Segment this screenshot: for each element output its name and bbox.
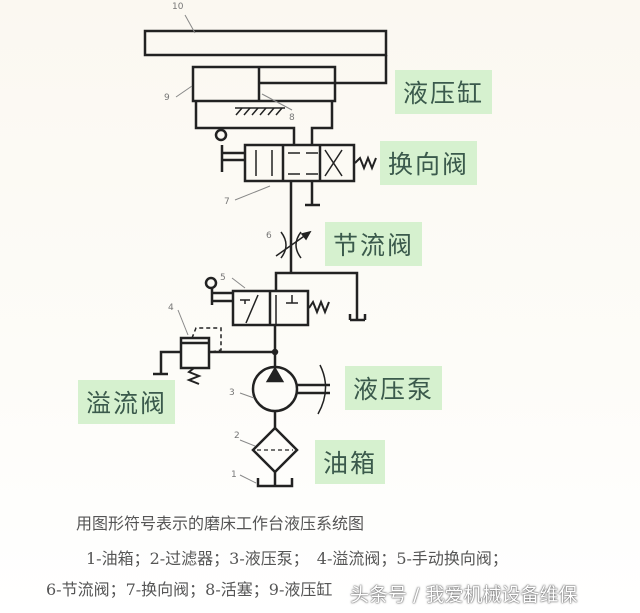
- relief-valve: 4: [153, 303, 275, 385]
- filter: 2: [234, 426, 299, 474]
- caption-line2: 6-节流阀；7-换向阀；8-活塞；9-液压缸: [46, 580, 333, 599]
- label-directional-valve: 换向阀: [380, 141, 478, 185]
- manual-directional-valve: 5: [204, 271, 367, 327]
- throttle-valve: 6: [266, 230, 312, 259]
- label-hydraulic-cylinder: 液压缸: [395, 70, 493, 114]
- caption-line1: 1-油箱；2-过滤器；3-液压泵； 4-溢流阀；5-手动换向阀；: [86, 549, 508, 568]
- watermark: 头条号 / 我爱机械设备维保: [350, 584, 578, 606]
- svg-text:1: 1: [231, 470, 237, 480]
- directional-valve: 7: [214, 128, 377, 207]
- svg-text:5: 5: [220, 273, 226, 283]
- svg-text:7: 7: [224, 197, 230, 207]
- svg-text:3: 3: [229, 388, 235, 398]
- svg-text:2: 2: [234, 431, 240, 441]
- label-tank: 油箱: [315, 440, 386, 484]
- ground-hatching: [235, 107, 285, 116]
- caption-title: 用图形符号表示的磨床工作台液压系统图: [76, 514, 365, 533]
- oil-tank: 1: [231, 470, 294, 488]
- svg-text:10: 10: [172, 2, 184, 12]
- label-relief-valve: 溢流阀: [78, 380, 176, 424]
- label-throttle-valve: 节流阀: [325, 222, 423, 266]
- svg-text:4: 4: [168, 303, 174, 313]
- svg-text:9: 9: [164, 93, 170, 103]
- worktable: 10: [143, 2, 388, 85]
- hydraulic-cylinder: 9 8: [164, 65, 337, 123]
- svg-text:6: 6: [266, 231, 272, 241]
- svg-text:8: 8: [289, 113, 295, 123]
- label-pump: 液压泵: [345, 366, 443, 410]
- hydraulic-pump: 3: [229, 364, 330, 415]
